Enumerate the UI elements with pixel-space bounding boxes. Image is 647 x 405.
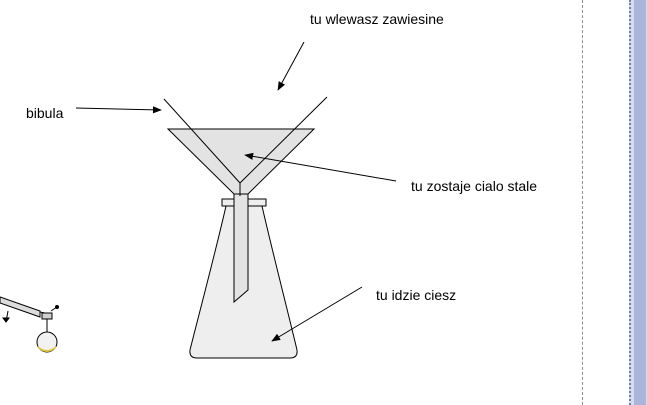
funnel-stem	[233, 193, 249, 304]
label-filter-paper: bibula	[26, 105, 64, 121]
funnel-cone	[166, 128, 316, 195]
label-liquid-goes: tu idzie ciesz	[376, 287, 457, 303]
arrow-filter-paper	[75, 106, 162, 114]
page-boundary-guide	[582, 0, 583, 405]
right-edge-panel[interactable]	[629, 0, 647, 405]
filter-paper	[163, 96, 328, 196]
distillation-apparatus-icon	[0, 296, 59, 353]
right-edge-scroll-bar[interactable]	[634, 0, 646, 405]
arrow-solid	[244, 152, 397, 182]
arrow-pour-in	[277, 41, 305, 91]
label-solid-stays: tu zostaje cialo stale	[411, 178, 538, 194]
label-pour-in: tu wlewasz zawiesine	[310, 11, 444, 27]
arrow-liquid	[271, 286, 363, 342]
